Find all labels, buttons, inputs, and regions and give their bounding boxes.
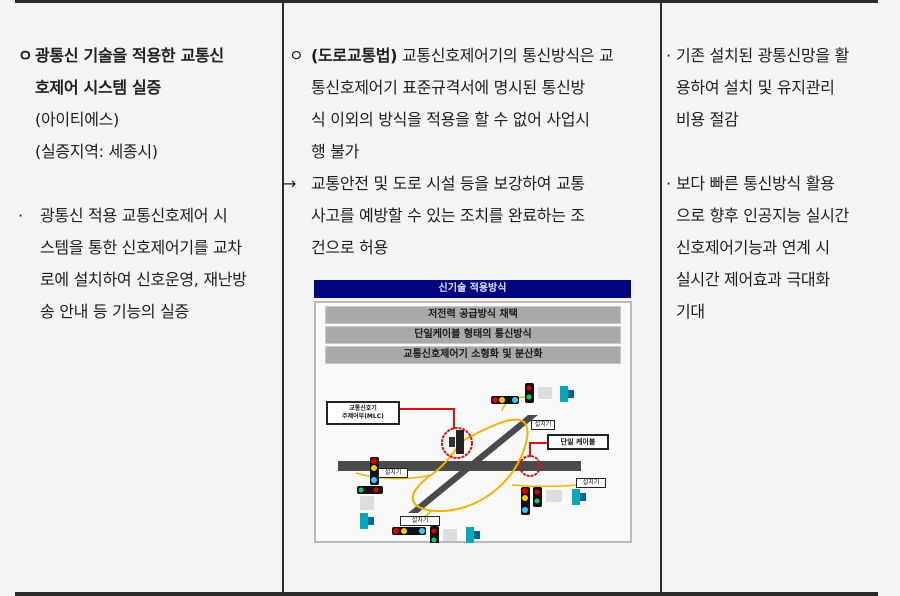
new-tech-diagram: 신기술 적용방식 저전력 공급방식 채택 단일케이블 형태의 통신방식 교통신호… <box>314 280 632 543</box>
exception-line: 건으로 허용 <box>311 238 388 257</box>
feature-bar: 저전력 공급방식 채택 <box>325 306 621 324</box>
tech-heading-line: 호제어 시스템 실증 <box>35 78 161 97</box>
law-name: (도로교통법) <box>311 46 398 65</box>
column-divider <box>660 0 662 596</box>
benefit-bullet: · 기존 설치된 광통신망을 활 <box>666 40 894 72</box>
single-cable-label: 단일 케이블 <box>547 434 609 450</box>
regulation-line: ㅇ (도로교통법) 교통신호제어기의 통신방식은 교 <box>289 40 657 72</box>
feature-bar: 교통신호제어기 소형화 및 분산화 <box>325 346 621 364</box>
circle-marker: ㅇ <box>18 46 33 65</box>
bullet-marker: · <box>666 174 671 193</box>
benefit-line: 비용 절감 <box>676 110 739 129</box>
benefit-line: 용하여 설치 및 유지관리 <box>676 78 835 97</box>
bullet-marker: · <box>18 206 23 225</box>
tech-bullet: · 광통신 적용 교통신호제어 시 <box>18 200 280 232</box>
exception-line: → 교통안전 및 도로 시설 등을 보강하여 교통 <box>283 168 657 200</box>
diagram-title: 신기술 적용방식 <box>314 280 631 298</box>
master-controller-label: 교통신호기 주제어부(MLC) <box>326 401 400 425</box>
regulation-line: 통신호제어기 표준규격서에 명시된 통신방 <box>311 78 585 97</box>
exception-line: 사고를 예방할 수 있는 조치를 완료하는 조 <box>311 206 585 225</box>
tech-heading: ㅇ 광통신 기술을 적용한 교통신 <box>18 40 280 72</box>
benefit-line: 실시간 제어효과 극대화 <box>676 270 830 289</box>
arrow-icon: → <box>283 174 297 193</box>
column-technology: ㅇ 광통신 기술을 적용한 교통신 호제어 시스템 실증 (아이티에스) (실증… <box>18 40 280 328</box>
benefit-line: 신호제어기능과 연계 시 <box>676 238 830 257</box>
feature-bar: 단일케이블 형태의 통신방식 <box>325 326 621 344</box>
regulation-line: 식 이외의 방식을 적용을 할 수 없어 사업시 <box>311 110 590 129</box>
unit-label: 설치기 <box>576 478 606 488</box>
benefit-line: 으로 향후 인공지능 실시간 <box>676 206 849 225</box>
benefit-bullet: · 보다 빠른 통신방식 활용 <box>666 168 894 200</box>
circle-marker: ㅇ <box>289 46 304 65</box>
company-name: (아이티에스) <box>35 110 119 129</box>
bullet-marker: · <box>666 46 671 65</box>
unit-label: 설치기 <box>531 420 555 430</box>
tech-bullet-line: 송 안내 등 기능의 실증 <box>40 302 189 321</box>
table-bottom-border <box>15 592 878 596</box>
tech-bullet-line: 로에 설치하여 신호운영, 재난방 <box>40 270 247 289</box>
intersection-illustration <box>338 383 586 543</box>
test-region: (실증지역: 세종시) <box>35 142 158 161</box>
column-regulation: ㅇ (도로교통법) 교통신호제어기의 통신방식은 교 통신호제어기 표준규격서에… <box>283 40 657 264</box>
regulation-line: 행 불가 <box>311 142 360 161</box>
unit-label: 설치기 <box>400 516 440 526</box>
tech-bullet-line: 스템을 통한 신호제어기를 교차 <box>40 238 242 257</box>
table-top-border <box>15 0 878 3</box>
unit-label: 설치기 <box>378 468 408 478</box>
benefit-line: 기대 <box>676 302 705 321</box>
diagram-frame: 저전력 공급방식 채택 단일케이블 형태의 통신방식 교통신호제어기 소형화 및… <box>314 301 632 543</box>
column-divider <box>282 0 284 596</box>
column-benefits: · 기존 설치된 광통신망을 활 용하여 설치 및 유지관리 비용 절감 · 보… <box>666 40 894 328</box>
